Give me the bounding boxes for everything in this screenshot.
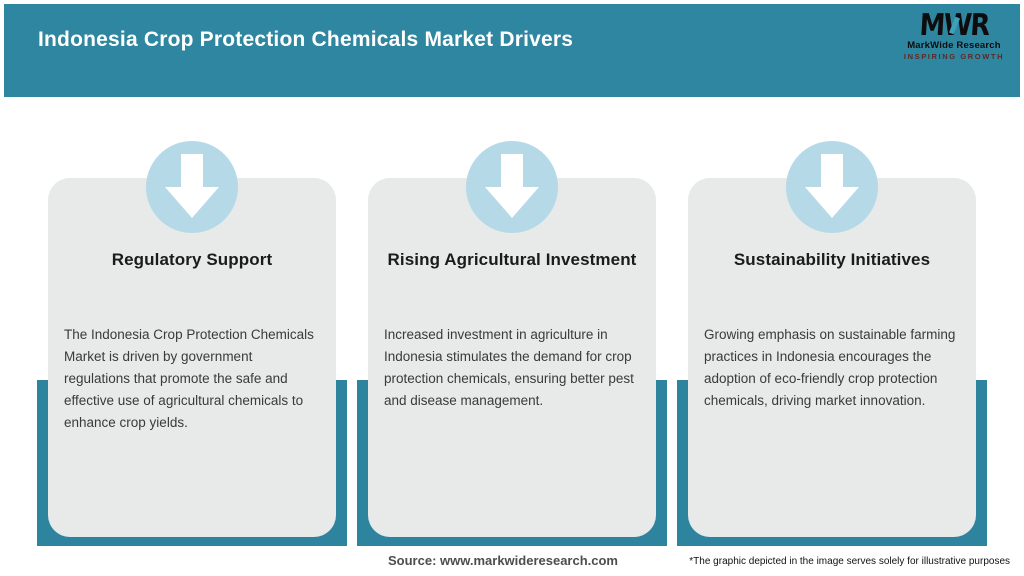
down-arrow-badge	[466, 141, 558, 233]
disclaimer-text: *The graphic depicted in the image serve…	[689, 556, 1010, 567]
logo-tagline: INSPIRING GROWTH	[903, 52, 1005, 61]
card-title: Regulatory Support	[111, 250, 273, 269]
down-arrow-icon	[805, 154, 859, 218]
down-arrow-badge	[146, 141, 238, 233]
driver-card: Sustainability Initiatives Growing empha…	[688, 178, 976, 537]
driver-card-group-regulatory: Regulatory Support The Indonesia Crop Pr…	[37, 0, 347, 576]
card-title: Rising Agricultural Investment	[387, 250, 637, 269]
driver-card-group-sustainability: Sustainability Initiatives Growing empha…	[677, 0, 987, 576]
card-title: Sustainability Initiatives	[733, 250, 931, 269]
driver-card: Regulatory Support The Indonesia Crop Pr…	[48, 178, 336, 537]
driver-card: Rising Agricultural Investment Increased…	[368, 178, 656, 537]
down-arrow-icon	[485, 154, 539, 218]
card-body-text: The Indonesia Crop Protection Chemicals …	[64, 327, 314, 430]
driver-card-group-investment: Rising Agricultural Investment Increased…	[357, 0, 667, 576]
card-body-text: Increased investment in agriculture in I…	[384, 327, 634, 408]
header-bar: Indonesia Crop Protection Chemicals Mark…	[4, 4, 1020, 97]
page-title: Indonesia Crop Protection Chemicals Mark…	[38, 28, 574, 51]
source-text: Source: www.markwideresearch.com	[387, 553, 619, 568]
markwide-research-logo: MWR MarkWide Research INSPIRING GROWTH	[902, 8, 1006, 61]
card-body-text: Growing emphasis on sustainable farming …	[704, 327, 956, 408]
down-arrow-badge	[786, 141, 878, 233]
logo-company-name: MarkWide Research	[907, 40, 1001, 51]
down-arrow-icon	[165, 154, 219, 218]
